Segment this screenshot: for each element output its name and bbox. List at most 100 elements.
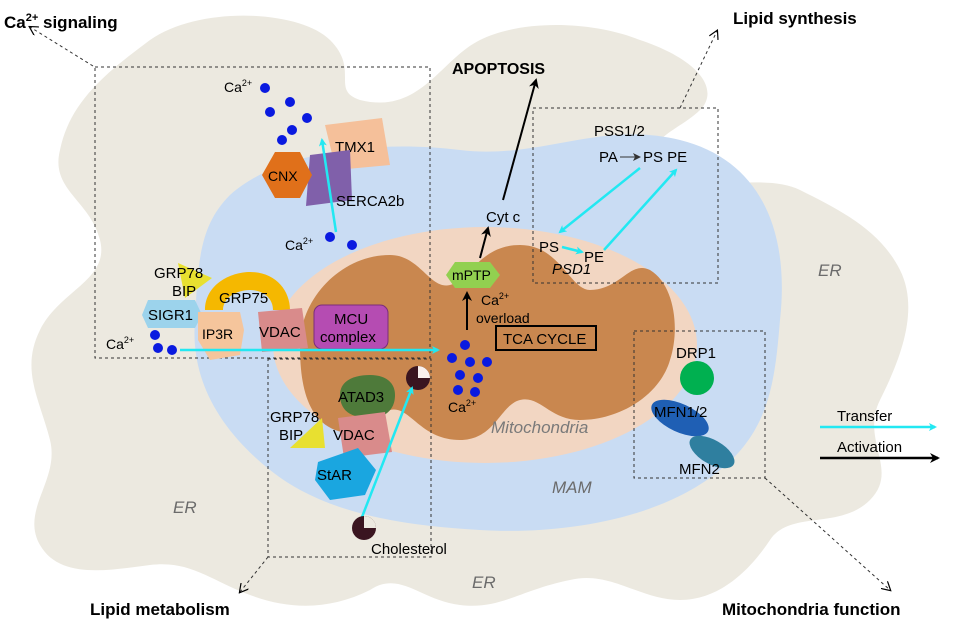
pss-label: PSS1/2 <box>594 123 645 140</box>
tca-box <box>495 325 597 351</box>
vdac-label-top: VDAC <box>259 324 301 341</box>
ip3r-label: IP3R <box>202 326 233 342</box>
ca-label-mito: Ca2+ <box>448 398 476 415</box>
mptp-protein <box>446 262 500 288</box>
calcium-ion <box>347 240 357 250</box>
mito-function-connector <box>764 477 890 590</box>
ps-transfer-arrow <box>558 167 641 234</box>
ca-signaling-heading: Ca2+ signaling <box>4 12 118 32</box>
calcium-ion <box>453 385 463 395</box>
cholesterol-label: Cholesterol <box>371 541 447 558</box>
grp78-label-top: GRP78 <box>154 265 203 282</box>
ca-heading-connector <box>30 27 94 67</box>
lipid-metabolism-heading: Lipid metabolism <box>90 600 230 619</box>
ps-pe-er-label: PS PE <box>643 149 687 166</box>
grp75-protein <box>205 272 290 310</box>
grp78-label-bottom: GRP78 <box>270 409 319 426</box>
grp75-label: GRP75 <box>219 290 268 307</box>
bip-label-bottom: BIP <box>279 427 303 444</box>
drp1-protein <box>680 361 714 395</box>
ca-label-top: Ca2+ <box>224 78 252 95</box>
star-label: StAR <box>317 467 352 484</box>
ip3r-protein <box>198 312 244 360</box>
atad3-protein <box>340 375 395 418</box>
drp1-label: DRP1 <box>676 345 716 362</box>
cytc-label: Cyt c <box>486 209 521 226</box>
calcium-ion <box>167 345 177 355</box>
er-label-right: ER <box>818 261 842 280</box>
calcium-ion <box>265 107 275 117</box>
cholesterol-transfer-arrow <box>360 386 414 518</box>
lipid-synth-connector <box>679 31 717 109</box>
mfn2-label: MFN2 <box>679 461 720 478</box>
calcium-ion <box>470 387 480 397</box>
calcium-ion <box>153 343 163 353</box>
mitochondria-label: Mitochondria <box>491 418 588 437</box>
psd1-label: PSD1 <box>552 261 591 278</box>
mfn12-protein <box>651 399 709 437</box>
legend-transfer-label: Transfer <box>837 408 892 425</box>
ca-label-overload: Ca2+ <box>481 291 509 308</box>
calcium-ion <box>150 330 160 340</box>
apoptosis-heading: APOPTOSIS <box>452 61 545 78</box>
er-label-bottom: ER <box>472 573 496 592</box>
serca-label: SERCA2b <box>336 193 404 210</box>
tca-label: TCA CYCLE <box>503 331 586 348</box>
ps-pe-mito-arrow <box>561 245 584 255</box>
mam-label: MAM <box>552 478 593 497</box>
vdac-protein-bottom <box>338 412 392 458</box>
calcium-ion <box>277 135 287 145</box>
star-protein <box>315 448 376 500</box>
atad3-label: ATAD3 <box>338 389 384 406</box>
mito-function-frame <box>633 330 766 479</box>
pe-mito-label: PE <box>584 249 604 266</box>
grp78-protein-top <box>178 263 212 298</box>
calcium-dots-top <box>260 83 312 145</box>
mcu-label-1: MCU <box>334 311 368 328</box>
vdac-label-bottom: VDAC <box>333 427 375 444</box>
calcium-ion <box>302 113 312 123</box>
sigr1-label: SIGR1 <box>148 307 193 324</box>
mfn12-label: MFN1/2 <box>654 404 707 421</box>
calcium-ion <box>482 357 492 367</box>
lipid-synthesis-heading: Lipid synthesis <box>733 9 857 28</box>
ca-label-serca: Ca2+ <box>285 236 313 253</box>
mito-function-heading: Mitochondria function <box>722 600 900 619</box>
cytc-apoptosis-arrow <box>502 78 539 201</box>
ca-label-left: Ca2+ <box>106 335 134 352</box>
sigr1-protein <box>142 300 202 328</box>
bip-label-top: BIP <box>172 283 196 300</box>
calcium-ion <box>473 373 483 383</box>
calcium-ion <box>465 357 475 367</box>
serca-transfer-arrow <box>318 138 338 233</box>
calcium-dots-mito <box>447 340 492 397</box>
mcu-label-2: complex <box>320 329 376 346</box>
ca-signaling-frame <box>94 66 431 359</box>
calcium-ion <box>260 83 270 93</box>
cholesterol-mito-wedge <box>418 366 430 378</box>
pe-transfer-arrow <box>603 168 678 251</box>
mptp-label: mPTP <box>452 267 491 283</box>
ps-mito-label: PS <box>539 239 559 256</box>
calcium-ion <box>325 232 335 242</box>
pa-label: PA <box>599 149 618 166</box>
calcium-ion <box>455 370 465 380</box>
cholesterol-icon-wedge <box>364 516 376 528</box>
mfn2-protein <box>689 435 735 469</box>
vdac-protein-top <box>258 308 308 352</box>
lipid-meta-connector <box>240 556 269 592</box>
calcium-ion <box>287 125 297 135</box>
mptp-cytc-arrow <box>479 226 491 259</box>
calcium-ion <box>285 97 295 107</box>
er-label-left: ER <box>173 498 197 517</box>
grp78-protein-bottom <box>290 418 325 448</box>
lipid-synthesis-frame <box>532 107 719 284</box>
cnx-label: CNX <box>268 168 298 184</box>
legend-activation-label: Activation <box>837 439 902 456</box>
cnx-protein <box>262 152 312 198</box>
calcium-dots-left <box>150 330 177 355</box>
calcium-ion <box>447 353 457 363</box>
calcium-ion <box>460 340 470 350</box>
overload-label: overload <box>476 310 530 326</box>
